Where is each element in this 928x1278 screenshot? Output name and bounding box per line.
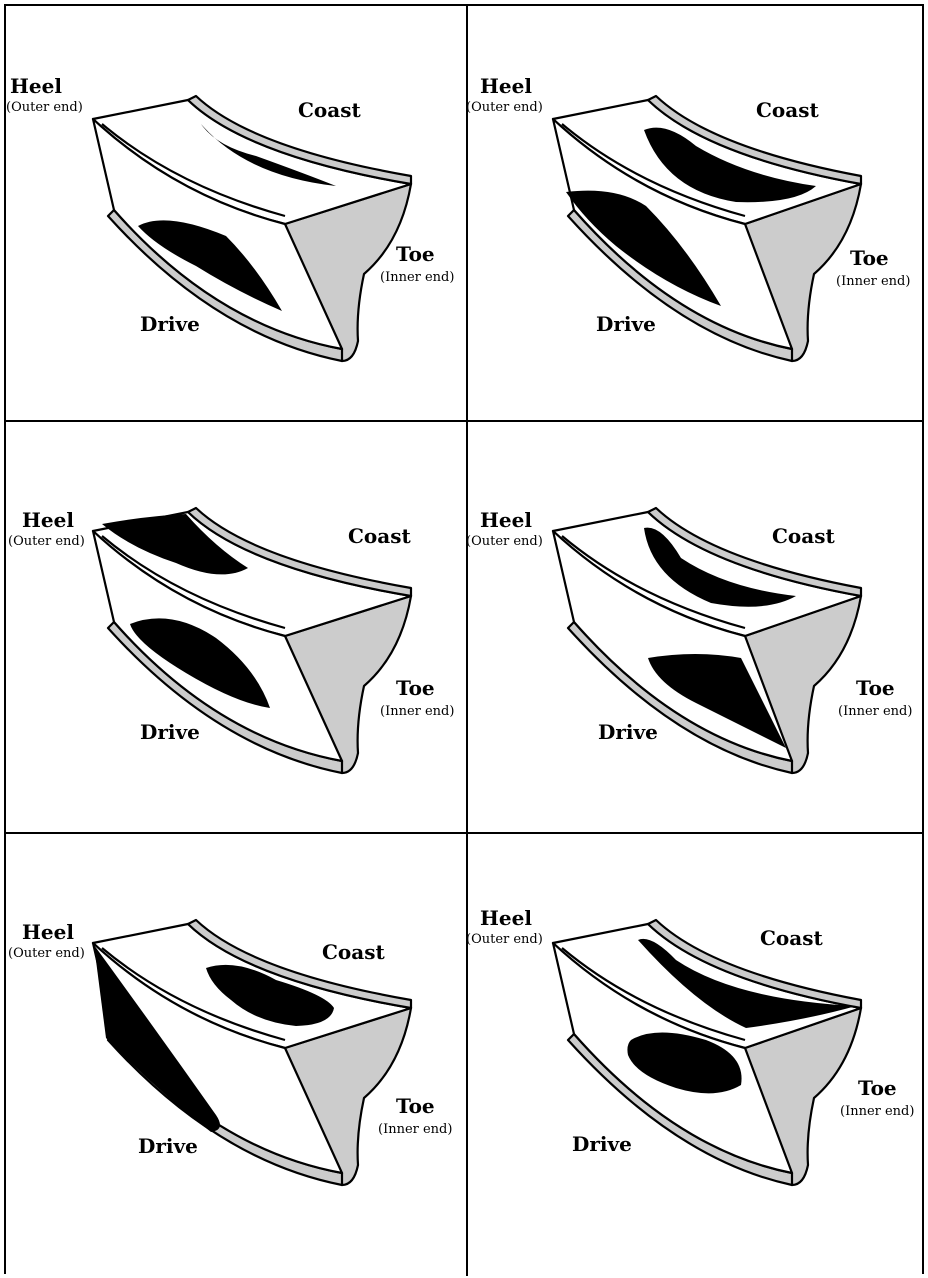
heel-label: Heel (480, 74, 532, 98)
gear-tooth-drawing (6, 6, 456, 416)
toe-label: Toe (858, 1076, 897, 1100)
heel-sub-label: (Outer end) (466, 932, 543, 947)
drive-label: Drive (596, 312, 656, 336)
panel-3: Heel (Outer end) Coast Toe (Inner end) D… (6, 418, 456, 828)
toe-sub-label: (Inner end) (380, 704, 454, 719)
heel-label: Heel (22, 920, 74, 944)
coast-label: Coast (348, 524, 411, 548)
gear-tooth-drawing (466, 418, 916, 828)
toe-sub-label: (Inner end) (380, 270, 454, 285)
coast-label: Coast (298, 98, 361, 122)
drive-label: Drive (140, 720, 200, 744)
gear-tooth-drawing (6, 418, 456, 828)
heel-label: Heel (22, 508, 74, 532)
toe-sub-label: (Inner end) (378, 1122, 452, 1137)
toe-sub-label: (Inner end) (840, 1104, 914, 1119)
coast-label: Coast (760, 926, 823, 950)
drive-label: Drive (140, 312, 200, 336)
coast-label: Coast (772, 524, 835, 548)
gear-tooth-drawing (466, 830, 916, 1240)
heel-sub-label: (Outer end) (466, 100, 543, 115)
toe-label: Toe (396, 1094, 435, 1118)
toe-label: Toe (850, 246, 889, 270)
panel-2: Heel (Outer end) Coast Toe (Inner end) D… (466, 6, 916, 416)
panel-5: Heel (Outer end) Coast Toe (Inner end) D… (6, 830, 456, 1240)
gear-tooth-drawing (6, 830, 456, 1240)
heel-sub-label: (Outer end) (466, 534, 543, 549)
gear-tooth-drawing (466, 6, 916, 416)
toe-label: Toe (396, 242, 435, 266)
coast-label: Coast (756, 98, 819, 122)
drive-label: Drive (138, 1134, 198, 1158)
heel-sub-label: (Outer end) (8, 534, 85, 549)
coast-label: Coast (322, 940, 385, 964)
panel-6: Heel (Outer end) Coast Toe (Inner end) D… (466, 830, 916, 1240)
drive-label: Drive (598, 720, 658, 744)
heel-label: Heel (480, 508, 532, 532)
toe-sub-label: (Inner end) (838, 704, 912, 719)
heel-label: Heel (480, 906, 532, 930)
heel-label: Heel (10, 74, 62, 98)
heel-sub-label: (Outer end) (8, 946, 85, 961)
toe-label: Toe (396, 676, 435, 700)
toe-label: Toe (856, 676, 895, 700)
panel-4: Heel (Outer end) Coast Toe (Inner end) D… (466, 418, 916, 828)
toe-sub-label: (Inner end) (836, 274, 910, 289)
drive-label: Drive (572, 1132, 632, 1156)
panel-1: Heel (Outer end) Coast Toe (Inner end) D… (6, 6, 456, 416)
heel-sub-label: (Outer end) (6, 100, 83, 115)
